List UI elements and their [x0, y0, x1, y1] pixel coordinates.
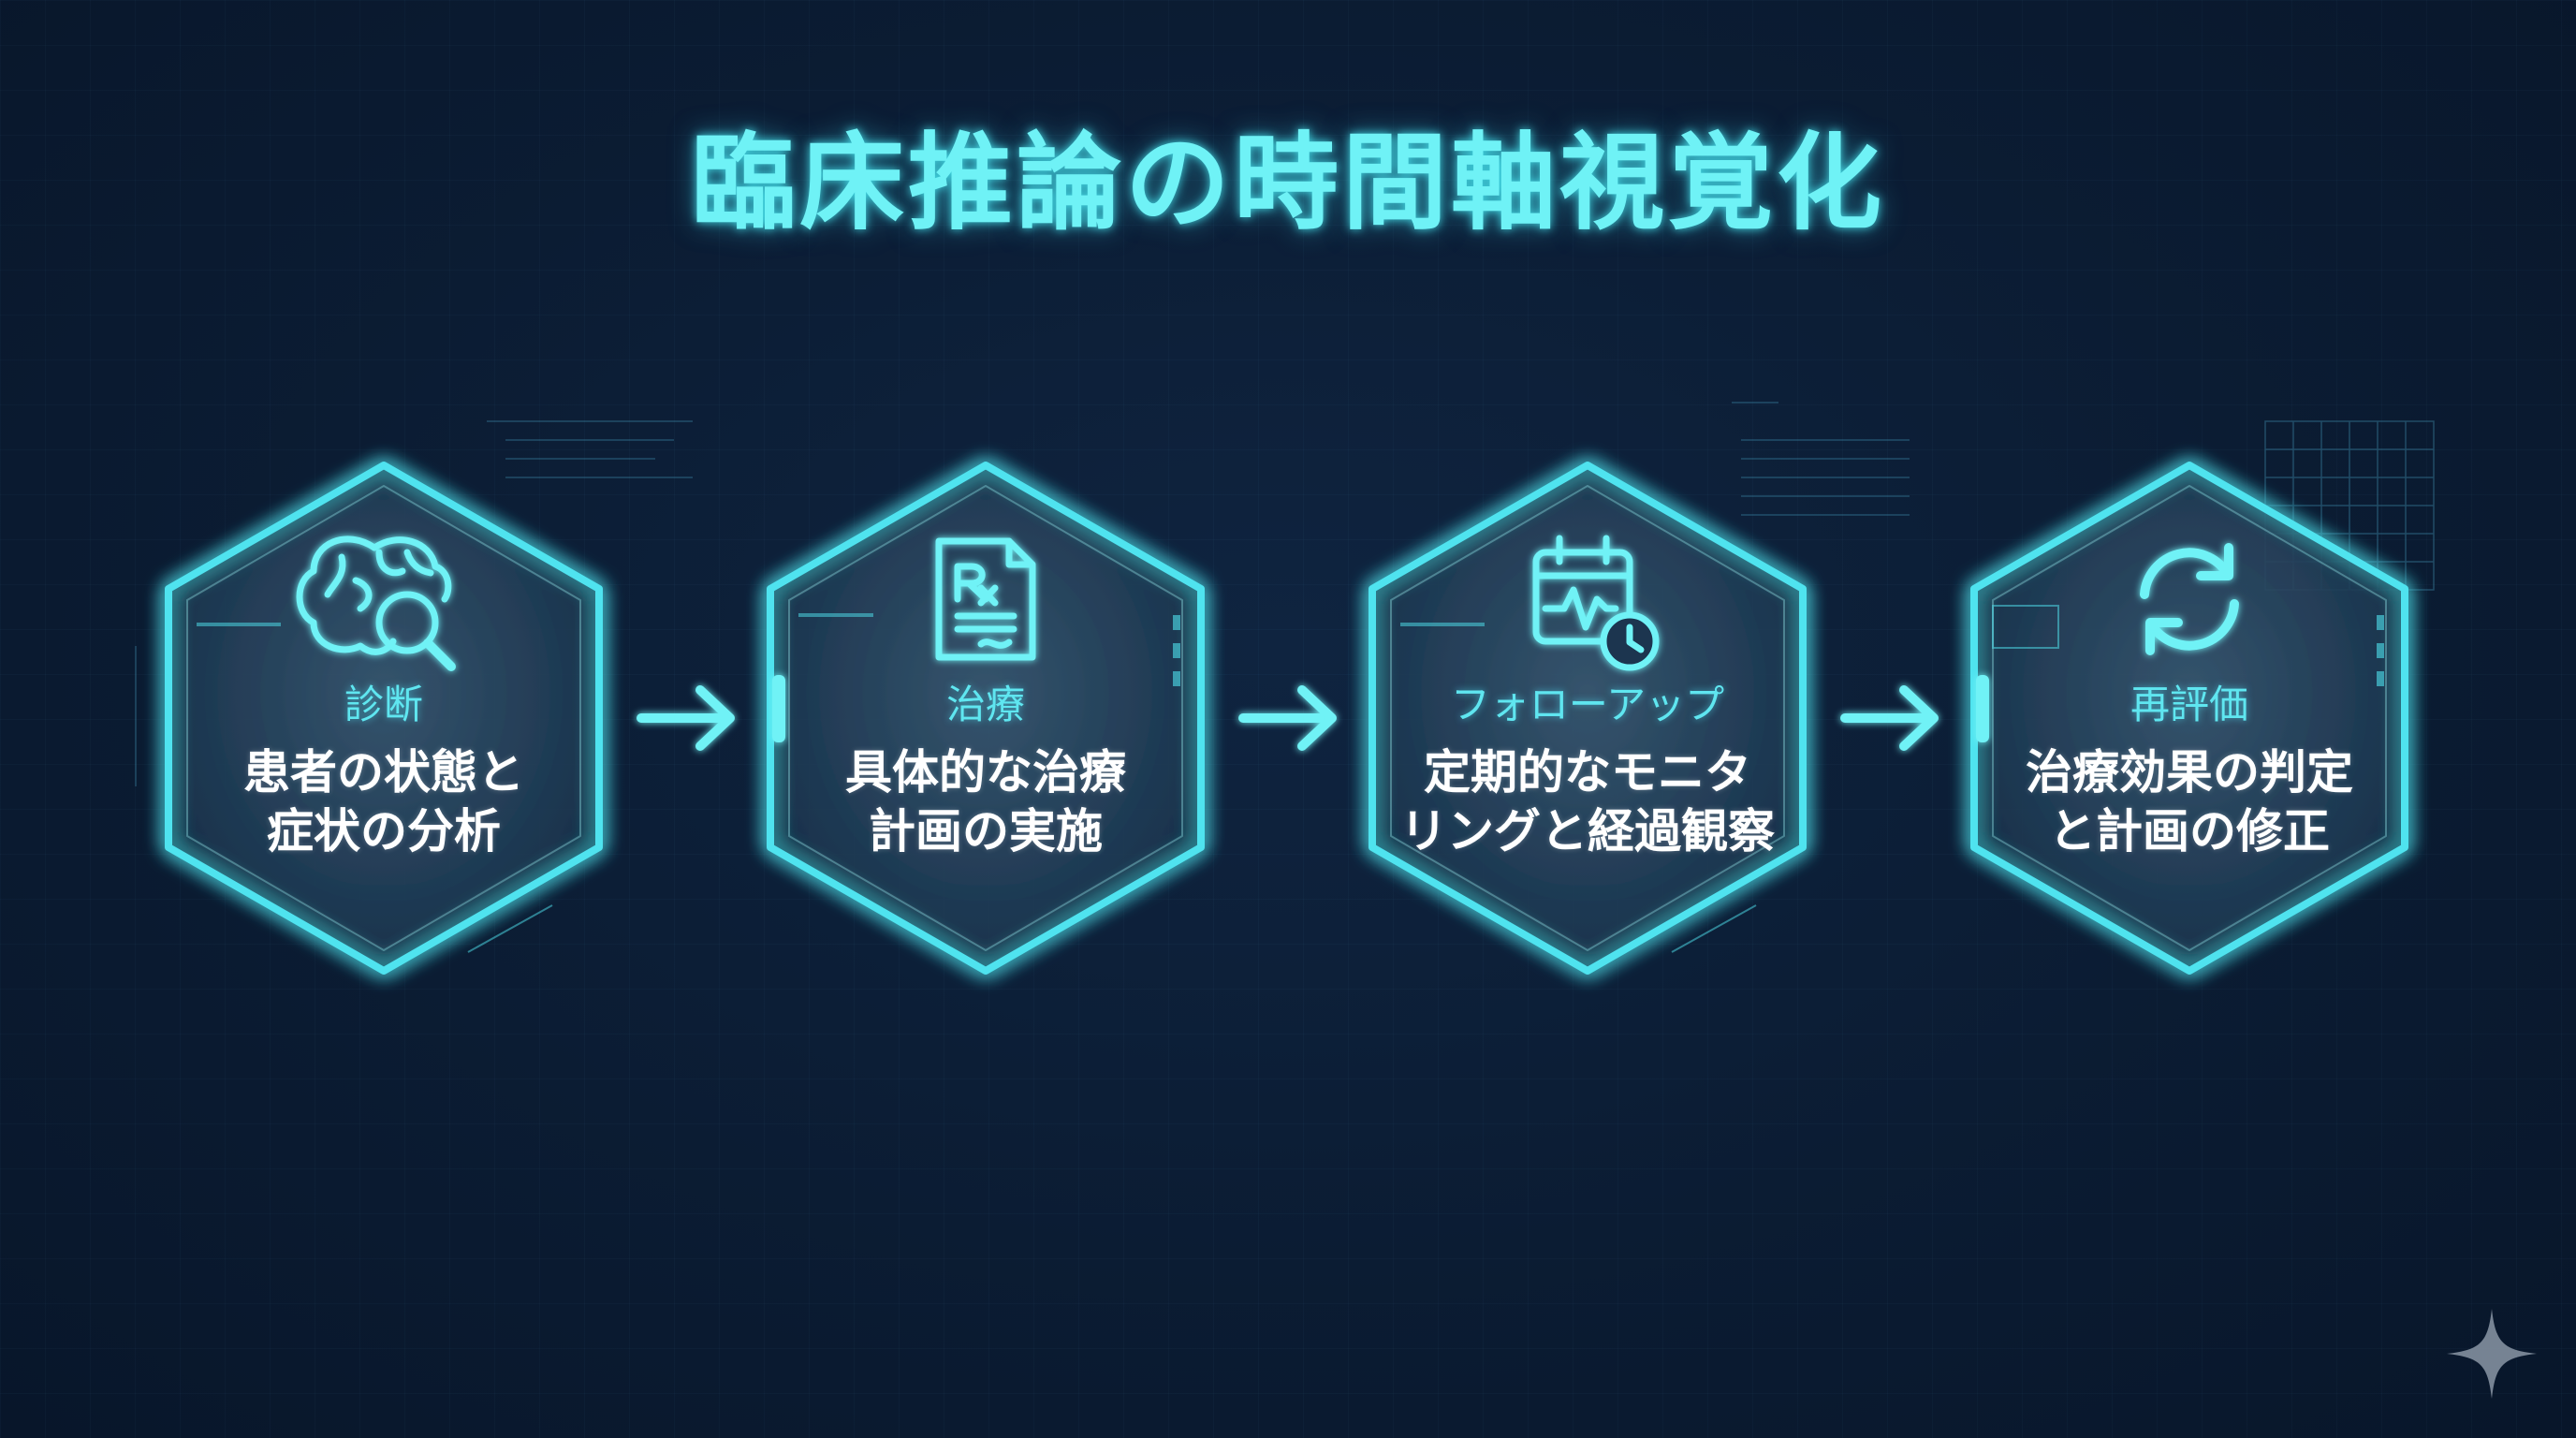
- step-category: 治療: [945, 682, 1025, 727]
- step-description-line-1: 定期的なモニタ: [1424, 745, 1751, 800]
- step-hexagon-reassessment: [1974, 465, 2405, 971]
- step-category: 再評価: [2130, 682, 2248, 727]
- step-hexagon-diagnosis: [168, 465, 599, 971]
- step-label-1: 診断 患者の状態と 症状の分析: [168, 682, 599, 860]
- sparkle-icon: [2447, 1309, 2537, 1399]
- step-description-line-2: 計画の実施: [869, 803, 1103, 858]
- calendar-monitor-icon: [1532, 535, 1660, 671]
- page-title: 臨床推論の時間軸視覚化: [691, 123, 1885, 244]
- step-hexagon-followup: [1372, 465, 1803, 971]
- step-label-3: フォローアップ 定期的なモニタ リングと経過観察: [1372, 682, 1803, 860]
- prescription-icon: [935, 537, 1036, 661]
- step-description-line-2: 症状の分析: [267, 803, 501, 858]
- step-hexagon-treatment: [770, 465, 1201, 971]
- brain-search-icon: [296, 536, 456, 671]
- hud-decoration: [135, 402, 2435, 786]
- arrow-2: [1238, 685, 1337, 751]
- step-description-line-1: 治療効果の判定: [2026, 745, 2353, 800]
- refresh-cycle-icon: [2140, 543, 2239, 655]
- arrow-3: [1840, 685, 1939, 751]
- step-description-line-2: と計画の修正: [2049, 803, 2330, 858]
- step-description-line-1: 具体的な治療: [845, 745, 1126, 800]
- step-label-4: 再評価 治療効果の判定 と計画の修正: [1974, 682, 2405, 860]
- step-description-line-1: 患者の状態と: [243, 745, 524, 800]
- step-label-2: 治療 具体的な治療 計画の実施: [770, 682, 1201, 860]
- step-category: 診断: [344, 682, 423, 727]
- arrow-1: [637, 685, 735, 751]
- step-category: フォローアップ: [1450, 682, 1725, 727]
- step-description-line-2: リングと経過観察: [1400, 803, 1775, 858]
